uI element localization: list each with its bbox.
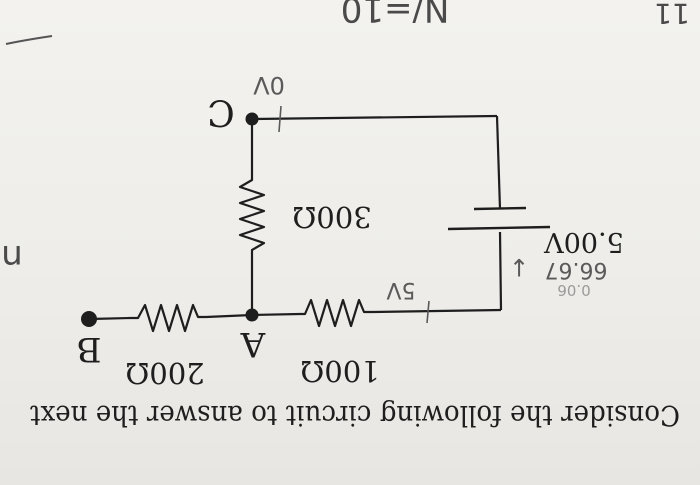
resistor-300-ohm: [238, 170, 266, 260]
circuit-wires: [89, 114, 503, 321]
wire-right-lower: [498, 231, 503, 311]
node-a-dot: [245, 308, 259, 322]
battery-voltage-label: 5.00V: [544, 226, 624, 257]
wire-bottom-left: [205, 313, 253, 319]
resistor-100-ohm: [300, 298, 372, 328]
pencil-stroke: [5, 35, 53, 45]
wire-tick-mark: [426, 300, 430, 324]
resistor-200-ohm: [130, 303, 206, 333]
battery-faint-note: 0.06: [557, 281, 590, 299]
wire-right-upper: [495, 115, 502, 210]
node-c-potential-note: 0V: [253, 71, 285, 99]
resistor-100-label: 100Ω: [300, 354, 379, 388]
question-text: Consider the following circuit to answer…: [29, 399, 680, 432]
node-a-label: A: [240, 324, 266, 364]
resistor-300-label: 300Ω: [292, 200, 371, 234]
battery-symbol: [447, 206, 551, 231]
wire-voltage-note: 5V: [386, 277, 415, 302]
corner-handwritten-note: 11: [654, 0, 690, 30]
wire-bottom-right: [371, 308, 502, 314]
resistor-200-label: 200Ω: [125, 356, 204, 390]
top-handwritten-note: N/=10: [341, 0, 450, 29]
node-c-label: C: [207, 91, 235, 132]
node-b-label: B: [77, 329, 102, 369]
left-handwritten-note: n: [1, 237, 23, 277]
node-c-tick-mark: [278, 105, 282, 133]
node-b-dot: [81, 311, 97, 327]
current-arrow-icon: ↓: [509, 253, 529, 281]
wire-bottom-mid: [251, 312, 301, 317]
node-c-dot: [245, 112, 259, 126]
wire-top: [251, 114, 498, 121]
battery-current-note: 66.67: [545, 257, 608, 282]
